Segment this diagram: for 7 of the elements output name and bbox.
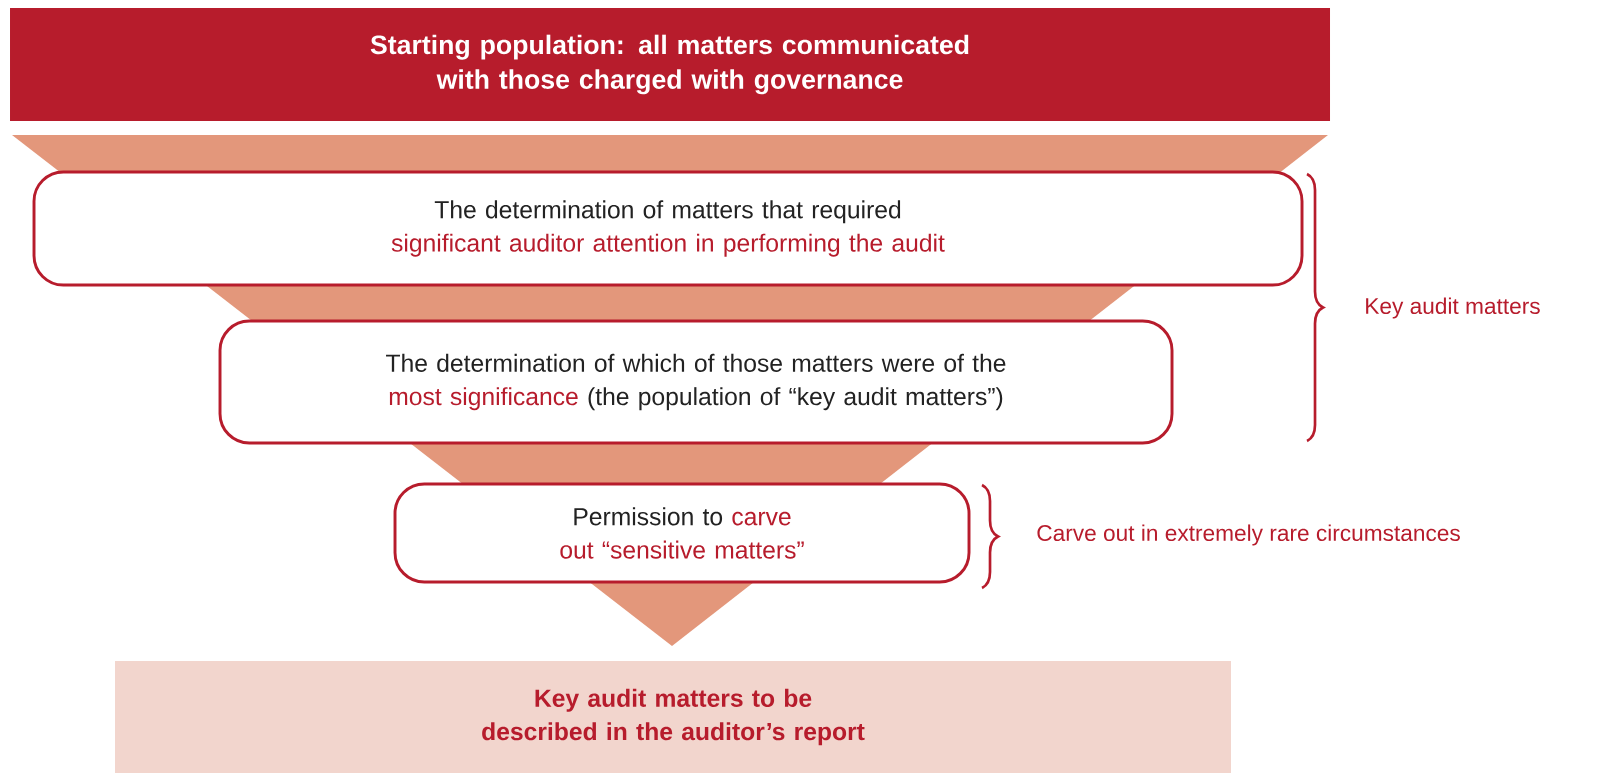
bracket-label: Key audit matters	[1366, 297, 1540, 319]
result-box: Key audit matters to be described in the auditor’s report	[115, 661, 1231, 773]
step-box: The determination of which of those matters were of the most significance (the population of “key audit matters”)	[218, 319, 1174, 445]
step-box: Permission to carve out “sensitive matters”	[393, 482, 971, 584]
header-band: Starting population: all matters communicated with those charged with governance	[10, 7, 1330, 122]
bracket-label: Carve out in extremely rare circumstances	[1037, 524, 1460, 546]
step-box: The determination of matters that required significant auditor attention in performing the audit	[32, 170, 1304, 287]
